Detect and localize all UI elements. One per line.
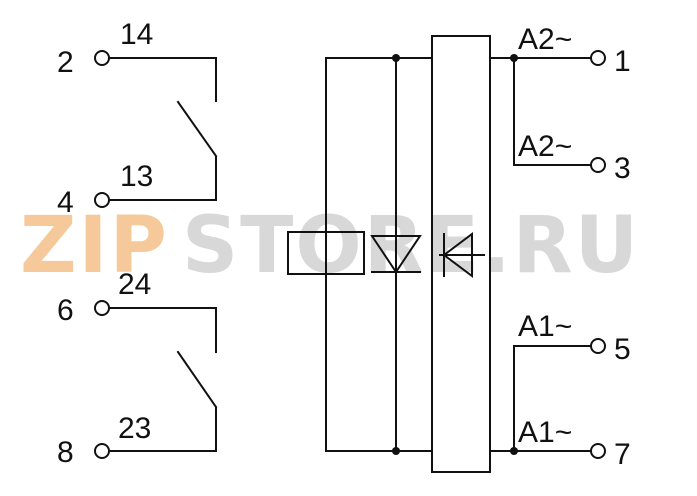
terminal-7[interactable] <box>590 443 606 459</box>
upper-contact-blade <box>176 100 218 158</box>
rectifier-box <box>431 35 491 473</box>
terminal-7-number: 7 <box>614 438 631 471</box>
terminal-3[interactable] <box>590 157 606 173</box>
terminal-3-label: A2~ <box>518 130 572 163</box>
upper-contact-fixed-bottom <box>108 156 217 201</box>
lower-contact: 6 24 8 23 <box>57 268 218 469</box>
terminal-5-number: 5 <box>614 333 631 366</box>
upper-contact: 2 14 4 13 <box>57 18 218 219</box>
coil-circuit <box>287 54 433 455</box>
terminal-8-number: 8 <box>57 436 74 469</box>
terminal-2[interactable] <box>94 50 110 66</box>
upper-contact-fixed-top <box>108 57 217 102</box>
watermark: ZIP STORE.RU <box>20 201 640 291</box>
relay-coil <box>287 231 365 275</box>
rectifier-module <box>431 35 491 473</box>
terminal-23-label: 23 <box>118 412 151 445</box>
wire-to-terminal-5 <box>513 345 592 452</box>
junction-bottom <box>392 447 400 455</box>
terminal-24-label: 24 <box>118 268 151 301</box>
terminal-4[interactable] <box>94 192 110 208</box>
lower-contact-fixed-top <box>108 307 217 353</box>
junction-top <box>392 54 400 62</box>
terminal-7-label: A1~ <box>518 416 572 449</box>
wire-to-terminal-3 <box>513 57 592 166</box>
terminal-3-number: 3 <box>614 152 631 185</box>
terminal-4-number: 4 <box>57 186 74 219</box>
watermark-store: STORE.RU <box>182 201 640 291</box>
terminal-1-label: A2~ <box>518 23 572 56</box>
watermark-zip: ZIP <box>20 201 169 291</box>
lower-contact-blade <box>176 350 218 409</box>
coil-outer-loop <box>325 57 433 452</box>
terminal-6-number: 6 <box>57 294 74 327</box>
terminal-5-label: A1~ <box>518 310 572 343</box>
lower-contact-fixed-bottom <box>108 407 217 452</box>
terminal-14-label: 14 <box>120 18 153 51</box>
terminal-1[interactable] <box>590 50 606 66</box>
terminal-6[interactable] <box>94 300 110 316</box>
diode-triangle <box>370 235 422 274</box>
terminal-5[interactable] <box>590 338 606 354</box>
rectifier-diode-triangle <box>442 232 473 278</box>
terminal-13-label: 13 <box>120 160 153 193</box>
terminal-8[interactable] <box>94 443 110 459</box>
supply-terminals: A2~ 1 A2~ 3 A1~ 5 A1~ 7 <box>489 23 631 471</box>
terminal-1-number: 1 <box>614 45 631 78</box>
terminal-2-number: 2 <box>57 46 74 79</box>
